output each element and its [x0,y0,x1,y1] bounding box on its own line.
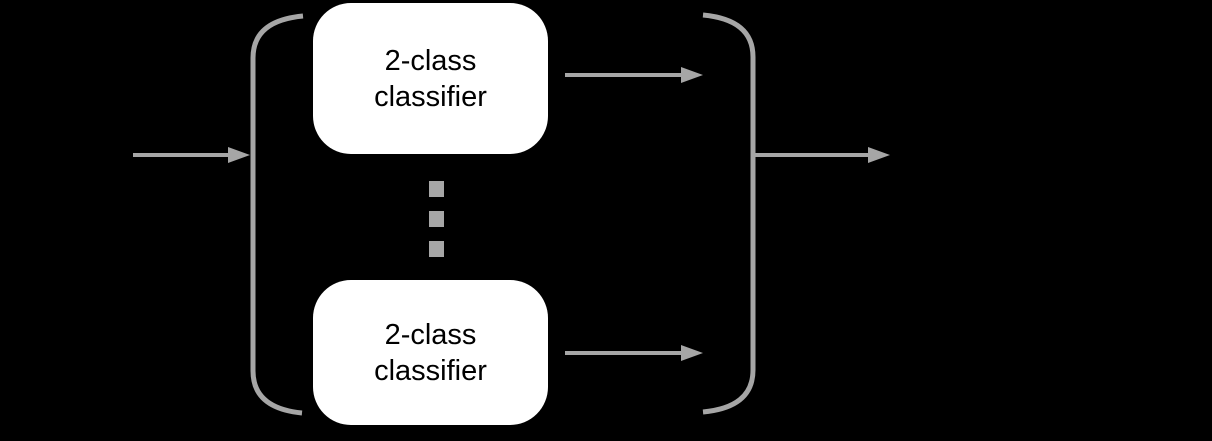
classifier-box-top: 2-class classifier [313,3,548,154]
classifier-box-bottom: 2-class classifier [313,280,548,425]
vertical-ellipsis-icon [429,181,444,257]
right-bracket-icon [702,12,756,415]
classifier-box-bottom-label: 2-class classifier [374,318,487,387]
top-output-arrow-icon [565,67,703,83]
classifier-box-top-label: 2-class classifier [374,44,487,113]
left-bracket-icon [250,13,304,416]
combined-output-arrow-icon [753,147,890,163]
input-arrow-icon [133,147,250,163]
bottom-output-arrow-icon [565,345,703,361]
